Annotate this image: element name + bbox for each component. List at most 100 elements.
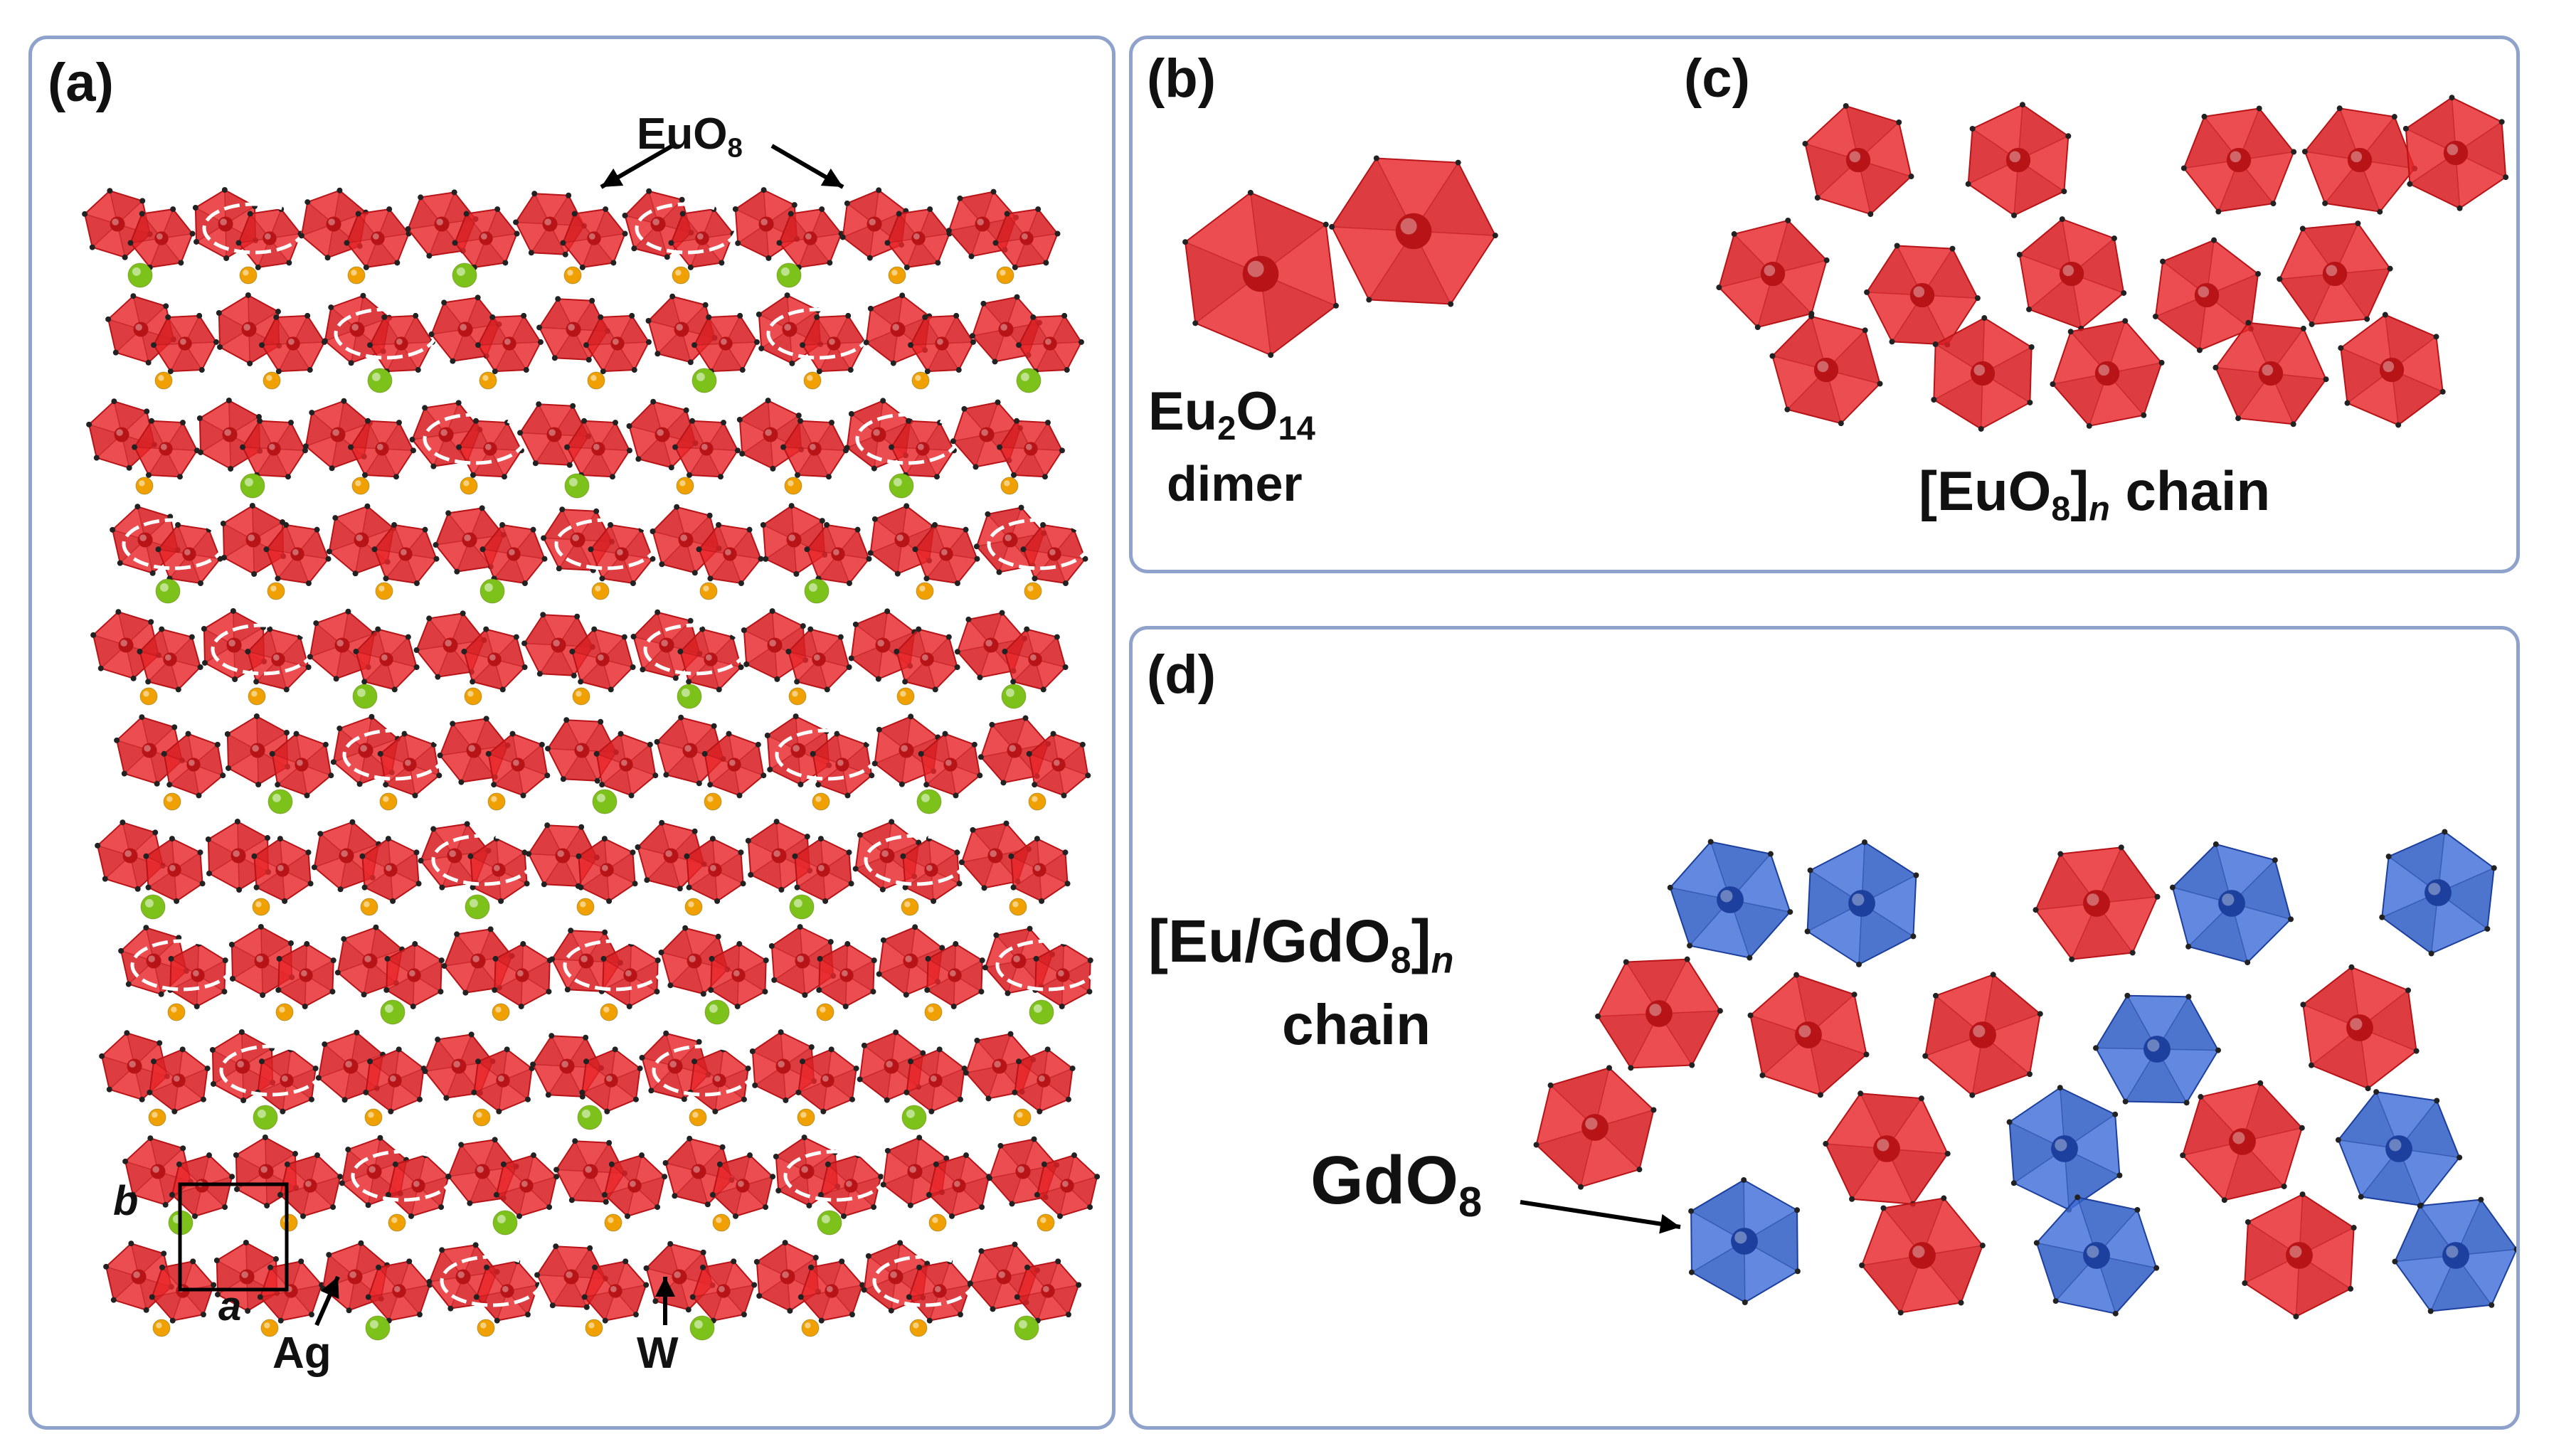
eu-polyhedron-icon (889, 418, 957, 480)
eu-polyhedron-icon (997, 418, 1065, 480)
eu-polyhedron-icon (668, 206, 736, 270)
eu-polyhedron-icon (1769, 313, 1883, 427)
dimer-label: dimer (1167, 456, 1303, 511)
eu-polyhedron-icon (2213, 319, 2329, 427)
eu-polyhedron-icon (1595, 956, 1723, 1071)
eu-polyhedron-icon (461, 626, 528, 693)
gd-polyhedron-icon (1804, 839, 1919, 967)
eu-polyhedron-icon (235, 206, 304, 270)
eu-polyhedron-icon (687, 1046, 751, 1115)
w-atom-icon (364, 1108, 383, 1127)
chain-views (1182, 95, 2509, 432)
ag-atom-icon (127, 262, 153, 288)
ag-atom-icon (240, 473, 265, 499)
eu-polyhedron-icon (804, 521, 872, 587)
w-atom-icon (896, 687, 915, 706)
eu-polyhedron-icon (1747, 972, 1870, 1098)
eu-polyhedron-icon (377, 730, 443, 799)
ag-atom-icon (1014, 1315, 1039, 1341)
eu-polyhedron-icon (986, 1136, 1060, 1207)
eu-polyhedron-icon (353, 626, 420, 693)
eu-polyhedron-icon (816, 941, 877, 1009)
ag-atom-icon (465, 894, 490, 920)
eu-polyhedron-icon (894, 626, 960, 693)
eu-polyhedron-icon (493, 1152, 560, 1219)
arrow-icon (770, 144, 844, 189)
w-atom-icon (477, 1319, 495, 1337)
eu-polyhedron-icon (2402, 95, 2509, 211)
panel-a-label: (a) (48, 53, 114, 113)
ag-atom-icon (267, 789, 293, 814)
ag-atom-icon (901, 1105, 927, 1130)
eu-polyhedron-icon (1008, 836, 1071, 904)
w-atom-icon (924, 1003, 943, 1021)
eu-polyhedron-icon (2152, 237, 2262, 354)
w-atom-icon (816, 1003, 834, 1021)
eu-polyhedron-icon (593, 730, 659, 799)
eu-polyhedron-icon (2242, 1191, 2357, 1319)
w-atom-icon (1037, 1213, 1055, 1232)
eu-polyhedron-icon (330, 713, 401, 787)
ag-atom-icon (689, 1315, 715, 1341)
eu-polyhedron-icon (277, 1152, 344, 1219)
eu-polyhedron-icon (475, 312, 544, 375)
ag-label: Ag (272, 1329, 332, 1378)
ag-atom-icon (365, 1315, 391, 1341)
eu-polyhedron-icon (257, 1258, 325, 1324)
w-atom-icon (689, 1108, 707, 1127)
eu-polyhedron-icon (918, 730, 983, 799)
w-atom-icon (1028, 792, 1046, 811)
ag-atom-icon (776, 262, 802, 288)
eu-polyhedron-icon (800, 312, 868, 375)
eu-polyhedron-icon (776, 206, 844, 270)
eu-polyhedron-icon (785, 626, 852, 693)
gd-polyhedron-icon (2093, 992, 2221, 1106)
eu-polyhedron-icon (1965, 102, 2072, 218)
w-atom-icon (803, 371, 822, 390)
ag-atom-icon (352, 684, 378, 709)
w-atom-icon (267, 582, 285, 600)
w-atom-icon (812, 792, 830, 811)
w-atom-icon (280, 1213, 298, 1232)
eu-polyhedron-icon (764, 713, 832, 787)
dimer-ellipse (995, 939, 1099, 992)
w-atom-icon (492, 1003, 510, 1021)
arrow-icon (314, 1275, 340, 1327)
eu-polyhedron-icon (233, 1134, 300, 1208)
w-label: W (637, 1329, 679, 1378)
w-atom-icon (684, 898, 703, 916)
eu-polyhedron-icon (1014, 1258, 1082, 1324)
ag-atom-icon (1001, 684, 1027, 709)
eu-polyhedron-icon (348, 418, 416, 480)
eu-polyhedron-icon (1012, 1046, 1076, 1115)
eu-polyhedron-icon (876, 924, 945, 998)
eu-polyhedron-icon (132, 418, 200, 480)
eu-polyhedron-icon (797, 1258, 866, 1324)
w-atom-icon (996, 266, 1014, 285)
w-atom-icon (464, 687, 482, 706)
w-atom-icon (167, 1003, 186, 1021)
eu-polyhedron-icon (269, 730, 334, 799)
eu-polyhedron-icon (701, 730, 767, 799)
eu-polyhedron-icon (1931, 315, 2035, 432)
w-atom-icon (1000, 477, 1019, 495)
eu-polyhedron-icon (741, 608, 809, 682)
ag-atom-icon (1029, 999, 1054, 1025)
eu2o14-formula: Eu2O14 (1148, 381, 1315, 447)
eu-polyhedron-icon (1026, 730, 1091, 799)
eu-polyhedron-icon (1864, 243, 1981, 348)
gd-polyhedron-icon (2392, 1196, 2516, 1314)
eu-polyhedron-icon (151, 312, 219, 375)
eu-polyhedron-icon (1802, 102, 1914, 218)
axis-a-label: a (218, 1283, 242, 1329)
eu-polyhedron-icon (576, 836, 638, 904)
w-atom-icon (676, 477, 694, 495)
ag-atom-icon (691, 368, 717, 393)
w-atom-icon (591, 582, 610, 600)
ag-atom-icon (479, 578, 505, 604)
eu-polyhedron-icon (1922, 972, 2043, 1098)
arrow-icon (600, 144, 674, 189)
eu-polyhedron-icon (220, 503, 287, 577)
eu-polyhedron-icon (334, 924, 406, 998)
eu-polyhedron-icon (1020, 521, 1088, 587)
